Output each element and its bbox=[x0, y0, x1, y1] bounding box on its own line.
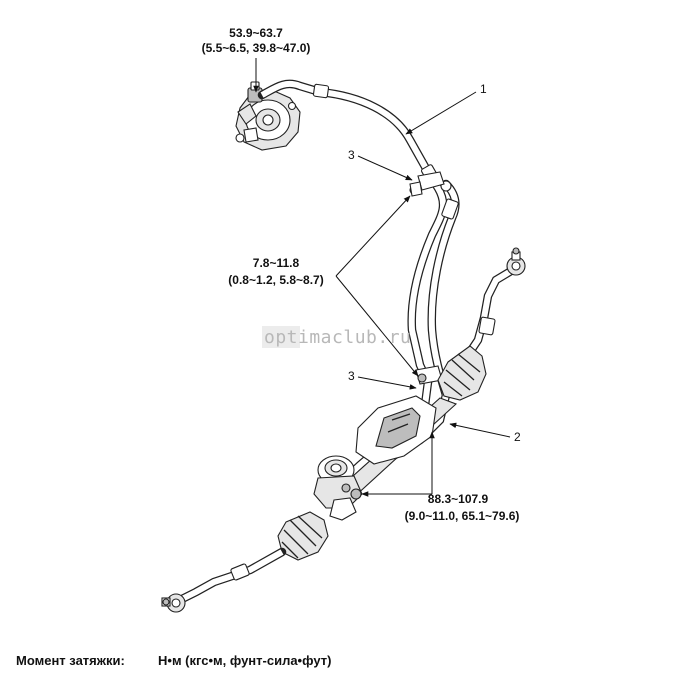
tie-rod-left bbox=[161, 547, 287, 613]
boot-right bbox=[437, 345, 487, 401]
watermark: optimaclub.ru bbox=[262, 326, 411, 348]
clamp-lower bbox=[415, 365, 443, 385]
clamp-upper bbox=[409, 171, 445, 197]
callout-2-number: 2 bbox=[514, 430, 521, 444]
callout-2: 2 bbox=[449, 422, 521, 444]
callout-3-lower: 3 bbox=[348, 369, 417, 390]
callout-1: 1 bbox=[405, 82, 487, 135]
torque-pump-value-alt: (5.5~6.5, 39.8~47.0) bbox=[202, 41, 311, 55]
callout-3-lower-number: 3 bbox=[348, 369, 355, 383]
tie-rod-right bbox=[465, 247, 526, 357]
torque-gear-value-alt: (9.0~11.0, 65.1~79.6) bbox=[405, 509, 520, 523]
torque-gear-fittings: 88.3~107.9 (9.0~11.0, 65.1~79.6) bbox=[361, 431, 520, 523]
torque-clamp-value: 7.8~11.8 bbox=[253, 256, 300, 270]
torque-clamp-bolts: 7.8~11.8 (0.8~1.2, 5.8~8.7) bbox=[228, 195, 419, 377]
callout-3-upper: 3 bbox=[348, 148, 413, 181]
boot-left bbox=[277, 511, 329, 561]
callout-3-upper-number: 3 bbox=[348, 148, 355, 162]
torque-units-legend: Момент затяжки: Н•м (кгс•м, фунт-сила•фу… bbox=[16, 653, 331, 668]
watermark-text: optimaclub.ru bbox=[264, 327, 411, 348]
torque-clamp-value-alt: (0.8~1.2, 5.8~8.7) bbox=[228, 273, 323, 287]
torque-pump-value: 53.9~63.7 bbox=[229, 26, 283, 40]
legend-label: Момент затяжки: bbox=[16, 653, 125, 668]
rack-housing bbox=[313, 395, 458, 521]
legend-units: Н•м (кгс•м, фунт-сила•фут) bbox=[158, 653, 331, 668]
callout-1-number: 1 bbox=[480, 82, 487, 96]
torque-gear-value: 88.3~107.9 bbox=[428, 492, 489, 506]
power-steering-pump bbox=[235, 81, 301, 151]
torque-pump-fitting: 53.9~63.7 (5.5~6.5, 39.8~47.0) bbox=[202, 26, 311, 93]
